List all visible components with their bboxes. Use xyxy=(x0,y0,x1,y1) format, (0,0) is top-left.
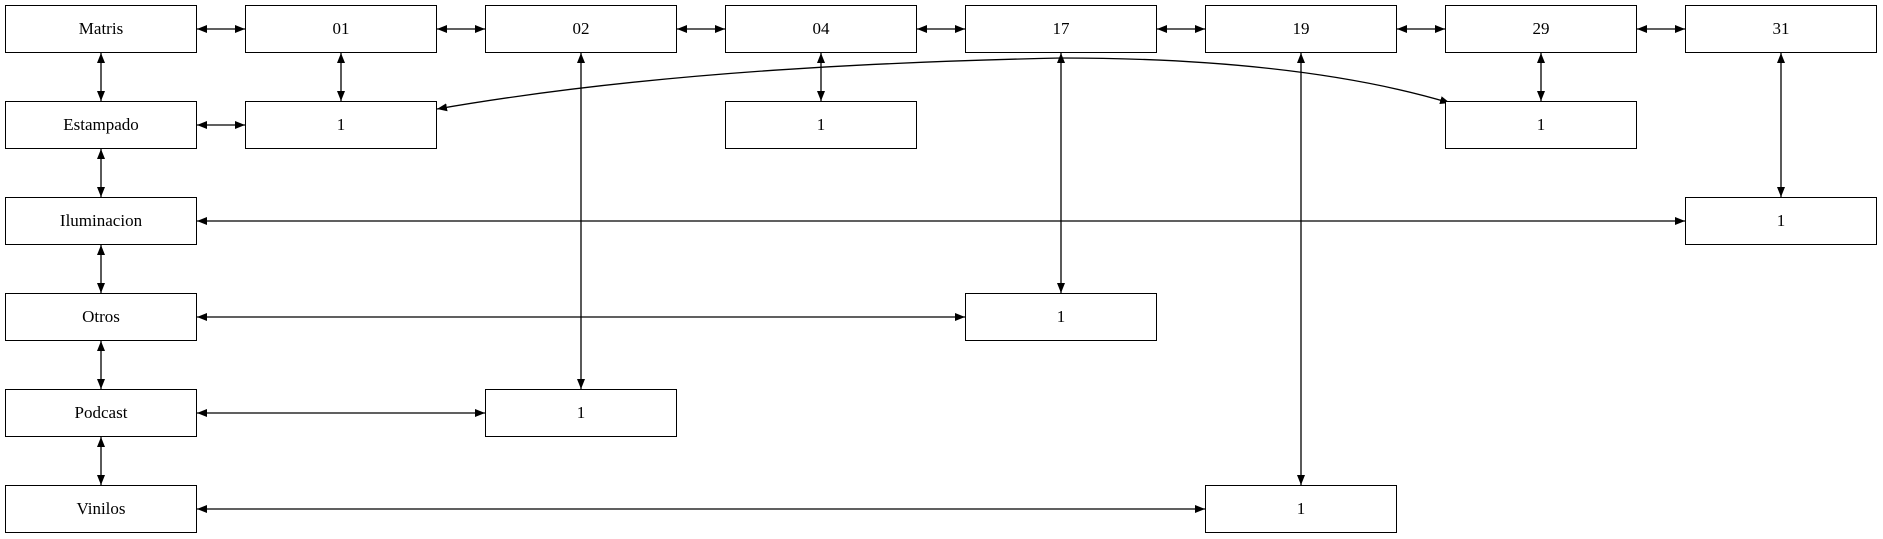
otros-17-cell: 1 xyxy=(965,293,1157,341)
header-29-node: 29 xyxy=(1445,5,1637,53)
matris-node: Matris xyxy=(5,5,197,53)
edge-estampado-01-to-29-curve xyxy=(436,57,1451,112)
estampado-04-cell: 1 xyxy=(725,101,917,149)
header-04-node: 04 xyxy=(725,5,917,53)
estampado-node: Estampado xyxy=(5,101,197,149)
podcast-node: Podcast xyxy=(5,389,197,437)
otros-node: Otros xyxy=(5,293,197,341)
estampado-01-cell: 1 xyxy=(245,101,437,149)
vinilos-node: Vinilos xyxy=(5,485,197,533)
podcast-02-cell: 1 xyxy=(485,389,677,437)
iluminacion-31-cell: 1 xyxy=(1685,197,1877,245)
iluminacion-node: Iluminacion xyxy=(5,197,197,245)
header-17-node: 17 xyxy=(965,5,1157,53)
header-31-node: 31 xyxy=(1685,5,1877,53)
estampado-29-cell: 1 xyxy=(1445,101,1637,149)
header-01-node: 01 xyxy=(245,5,437,53)
header-19-node: 19 xyxy=(1205,5,1397,53)
header-02-node: 02 xyxy=(485,5,677,53)
vinilos-19-cell: 1 xyxy=(1205,485,1397,533)
